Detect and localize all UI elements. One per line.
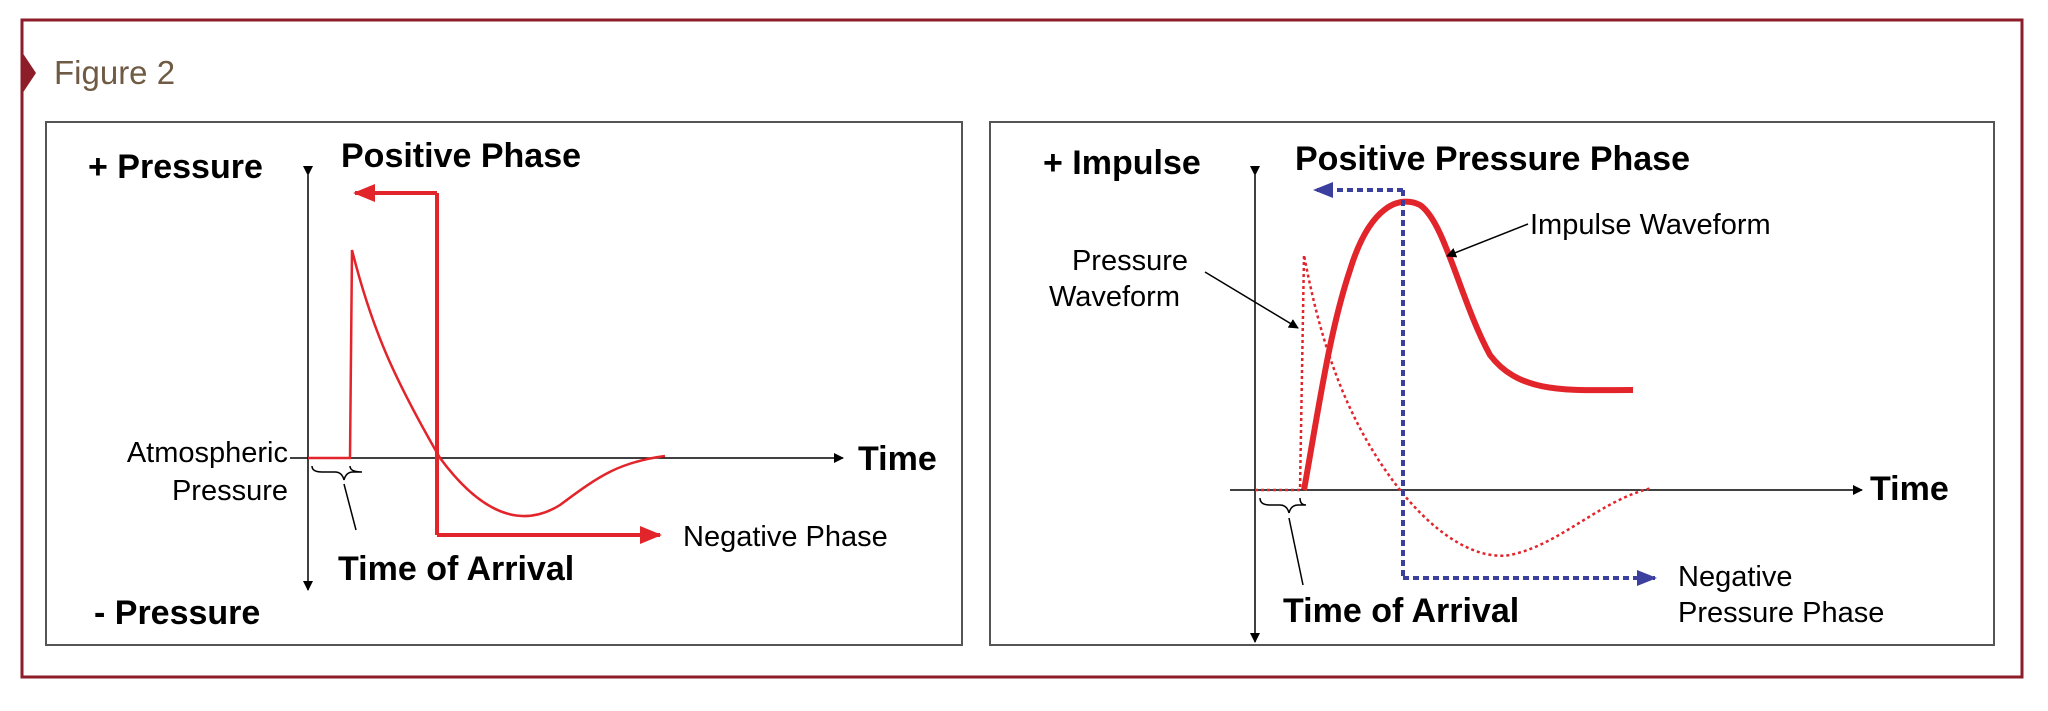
right-pressure-callout-line [1204, 271, 1299, 329]
left-pressure-waveform [308, 249, 666, 518]
left-time-of-arrival-label: Time of Arrival [338, 550, 574, 588]
right-panel: + Impulse Positive Pressure Phase Impuls… [989, 121, 1995, 646]
right-impulse-waveform [1301, 198, 1634, 491]
left-panel-border [45, 121, 963, 646]
right-positive-phase-label: Positive Pressure Phase [1295, 140, 1690, 178]
right-pressure-waveform-label-line2: Waveform [1049, 281, 1180, 313]
left-x-axis-label: Time [858, 440, 937, 478]
right-impulse-waveform-label: Impulse Waveform [1530, 209, 1771, 241]
right-panel-border [989, 121, 1995, 646]
figure-label-marker-icon [22, 52, 36, 94]
right-y-top-label: + Impulse [1043, 144, 1201, 182]
left-y-bottom-label: - Pressure [94, 594, 260, 632]
left-negative-phase-label: Negative Phase [683, 521, 888, 553]
right-impulse-callout-line [1446, 223, 1529, 258]
left-arrival-pointer [343, 483, 357, 531]
left-atmospheric-label-line1: Atmospheric [127, 437, 288, 469]
left-y-top-label: + Pressure [88, 148, 263, 186]
right-pressure-waveform-label-line1: Pressure [1072, 245, 1188, 277]
right-negative-phase-label-line2: Pressure Phase [1678, 597, 1884, 629]
right-arrival-brace [1259, 497, 1307, 514]
left-positive-phase-label: Positive Phase [341, 137, 581, 175]
left-arrival-brace [311, 465, 363, 481]
right-negative-phase-label-line1: Negative [1678, 561, 1792, 593]
right-arrival-pointer [1288, 517, 1304, 586]
left-atmospheric-label-line2: Pressure [172, 475, 288, 507]
right-x-axis-label: Time [1870, 470, 1949, 508]
left-panel: + Pressure - Pressure Positive Phase Tim… [45, 121, 963, 646]
right-pressure-waveform [1255, 254, 1653, 557]
figure-label: Figure 2 [54, 54, 175, 91]
right-time-of-arrival-label: Time of Arrival [1283, 592, 1519, 630]
